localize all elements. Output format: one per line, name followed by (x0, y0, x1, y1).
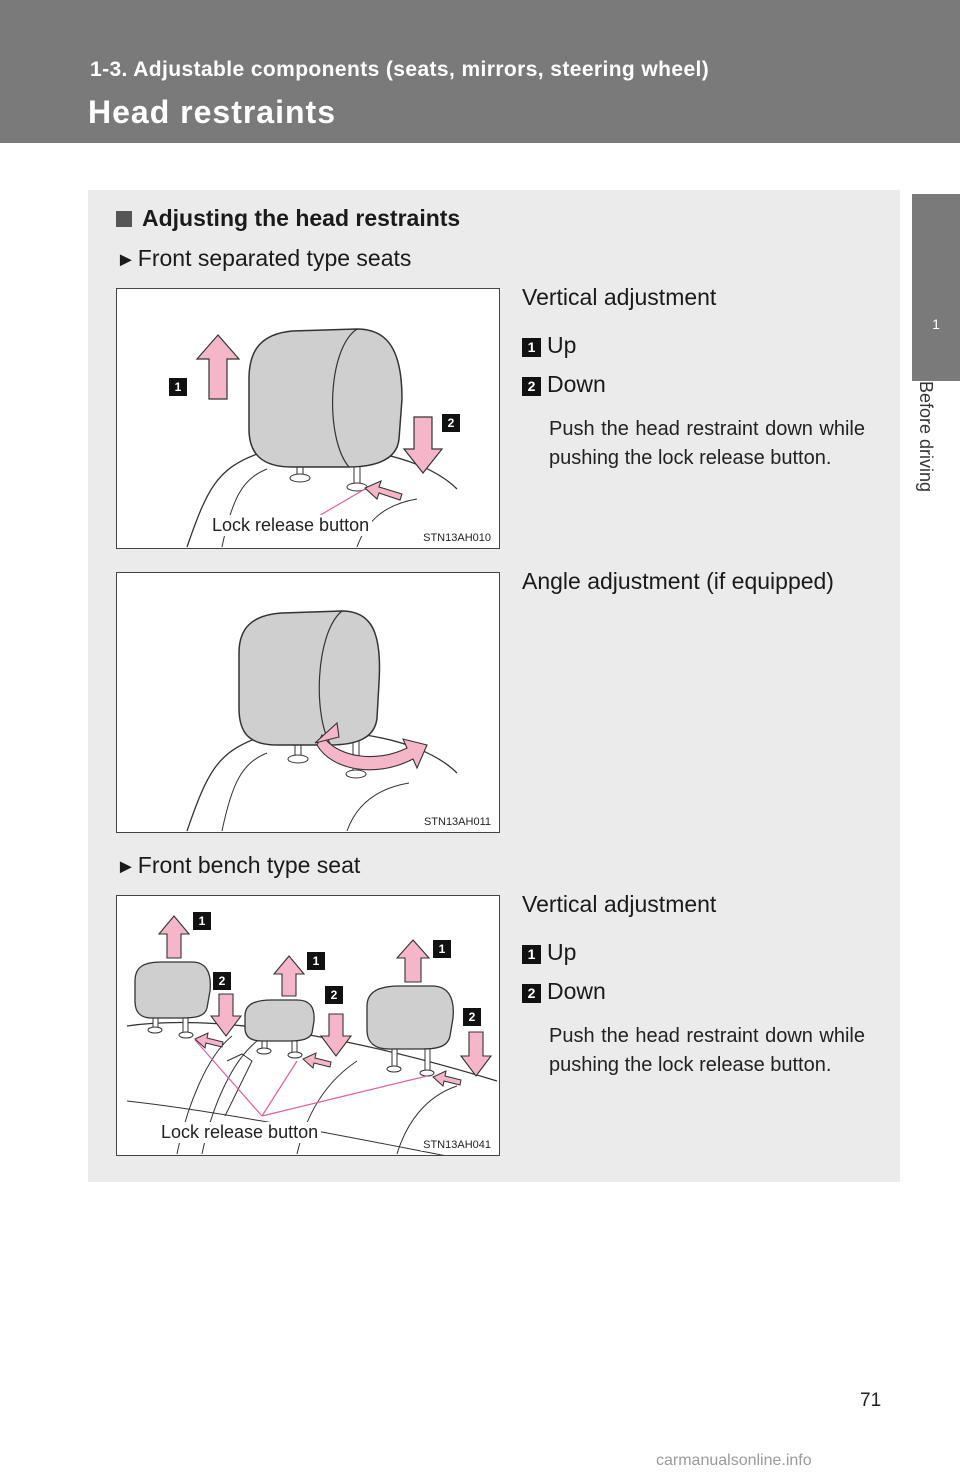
bench-headrest-illustration (126, 912, 498, 1155)
bench-vertical-adjustment-title: Vertical adjustment (522, 891, 717, 917)
figure-code: STN13AH041 (421, 1139, 493, 1151)
triangle-bullet-icon: ► (116, 249, 136, 271)
chapter-label: Before driving (916, 381, 936, 493)
badge-down-middle: 2 (330, 988, 338, 1002)
vertical-adjustment-title: Vertical adjustment (522, 284, 717, 310)
page-title: Head restraints (88, 94, 336, 130)
square-bullet-icon (116, 211, 132, 227)
figure-code: STN13AH010 (421, 532, 493, 544)
triangle-bullet-icon: ► (116, 856, 136, 878)
headrest-vertical-illustration (169, 328, 460, 548)
bench-vertical-adjustment-note: Push the head restraint down while pushi… (549, 1025, 865, 1076)
number-1-icon: 1 (522, 945, 541, 964)
bench-seat-label: ►Front bench type seat (116, 852, 361, 878)
vertical-adjustment-note: Push the head restraint down while pushi… (549, 418, 865, 469)
page-number: 71 (860, 1390, 882, 1411)
section-title: 1-3. Adjustable components (seats, mirro… (90, 58, 710, 81)
badge-up-left: 1 (198, 914, 206, 928)
number-2-icon: 2 (522, 377, 541, 396)
badge-up: 1 (174, 380, 182, 394)
badge-down-left: 2 (218, 974, 226, 988)
number-2-icon: 2 (522, 984, 541, 1003)
lock-release-callout: Lock release button (158, 1122, 322, 1143)
chapter-tab (912, 194, 960, 381)
badge-up-right: 1 (438, 942, 446, 956)
figure-angle-adjustment: STN13AH011 (116, 572, 500, 833)
headrest-angle-illustration (186, 610, 458, 832)
watermark: carmanualsonline.info (656, 1452, 812, 1469)
chapter-label-container: Before driving (912, 381, 960, 551)
angle-adjustment-title: Angle adjustment (if equipped) (522, 568, 834, 594)
subsection-heading: Adjusting the head restraints (116, 205, 460, 232)
lock-release-callout: Lock release button (209, 515, 373, 536)
figure-vertical-adjustment-bench: 1 2 1 2 1 2 Lock release button STN13AH0… (116, 895, 500, 1156)
badge-down-right: 2 (468, 1010, 476, 1024)
figure-vertical-adjustment-separated: 1 2 Lock release button STN13AH010 (116, 288, 500, 549)
page-header: 1-3. Adjustable components (seats, mirro… (0, 0, 960, 143)
badge-down: 2 (447, 416, 455, 430)
separated-seats-label: ►Front separated type seats (116, 245, 412, 271)
number-1-icon: 1 (522, 338, 541, 357)
badge-up-middle: 1 (312, 954, 320, 968)
chapter-number: 1 (932, 316, 940, 332)
figure-code: STN13AH011 (421, 816, 493, 828)
